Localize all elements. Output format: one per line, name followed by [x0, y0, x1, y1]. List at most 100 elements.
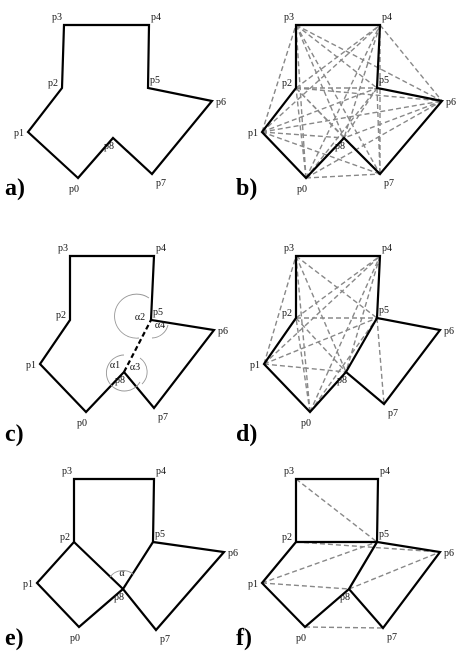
vertex-label-d-p8: p8 — [337, 375, 347, 386]
diagonal-f-8-6 — [348, 551, 441, 590]
vertex-label-e-p5: p5 — [155, 529, 165, 540]
diagonal-d-0-3 — [295, 255, 311, 413]
vertex-label-b-p1: p1 — [248, 128, 258, 139]
panel-label-f: f) — [236, 625, 252, 651]
diagonal-b-1-3 — [261, 24, 297, 133]
arc-alpha3 — [139, 357, 148, 385]
vertex-label-f-p6: p6 — [444, 548, 454, 559]
diagonal-d-1-3 — [263, 255, 297, 365]
diagonals-f — [261, 478, 441, 629]
vertex-label-b-p8: p8 — [335, 141, 345, 152]
vertex-label-a-p3: p3 — [52, 12, 62, 23]
diagonal-d-4-8 — [345, 255, 381, 373]
polygon-outline-f — [260, 477, 442, 630]
diagonal-b-0-4 — [305, 24, 381, 179]
angle-label-c-4: α4 — [155, 320, 165, 331]
vertex-label-b-p5: p5 — [379, 75, 389, 86]
angle-label-e: α — [119, 568, 125, 579]
angle-label-c-1: α1 — [110, 360, 120, 371]
diagonal-d-0-4 — [309, 255, 381, 413]
diagonal-f-2-6 — [295, 541, 441, 553]
diagonal-b-3-6 — [295, 24, 443, 102]
vertex-label-b-p4: p4 — [382, 12, 392, 23]
diagonal-d-3-5 — [295, 255, 378, 319]
vertex-label-d-p1: p1 — [250, 360, 260, 371]
vertex-label-a-p2: p2 — [48, 78, 58, 89]
vertex-label-f-p5: p5 — [379, 529, 389, 540]
vertex-label-f-p3: p3 — [284, 466, 294, 477]
vertex-label-c-p6: p6 — [218, 326, 228, 337]
cut-line-c — [123, 319, 152, 373]
diagonal-b-2-8 — [295, 87, 345, 139]
polygon-outline-c — [38, 254, 217, 414]
diagonal-d-2-8 — [295, 317, 347, 373]
vertex-label-b-p2: p2 — [282, 78, 292, 89]
polygon-outline-e — [35, 477, 227, 632]
vertex-label-c-p5: p5 — [153, 307, 163, 318]
vertex-label-c-p7: p7 — [158, 412, 168, 423]
vertex-label-a-p8: p8 — [104, 141, 114, 152]
diagonal-b-3-5 — [295, 24, 378, 89]
arc-alpha-e — [109, 570, 135, 578]
vertex-label-c-p8: p8 — [115, 375, 125, 386]
polygon-outline-b — [260, 23, 445, 180]
vertex-label-d-p3: p3 — [284, 243, 294, 254]
arc-alpha2 — [114, 293, 150, 339]
vertex-label-a-p5: p5 — [150, 75, 160, 86]
vertex-label-b-p0: p0 — [297, 184, 307, 195]
cut-line-e-2-8 — [73, 541, 124, 590]
vertex-label-d-p5: p5 — [379, 305, 389, 316]
diagonal-f-0-7 — [304, 626, 384, 629]
vertex-label-b-p7: p7 — [384, 178, 394, 189]
diagonal-b-2-4 — [295, 24, 381, 89]
diagonal-d-1-5 — [263, 317, 378, 365]
vertex-label-c-p2: p2 — [56, 310, 66, 321]
diagonal-b-1-4 — [261, 24, 381, 133]
panel-label-e: e) — [5, 625, 24, 651]
angle-label-c-3: α3 — [130, 362, 140, 373]
vertex-label-f-p7: p7 — [387, 632, 397, 643]
vertex-label-e-p8: p8 — [114, 592, 124, 603]
vertex-label-d-p4: p4 — [382, 243, 392, 254]
vertex-label-f-p2: p2 — [282, 532, 292, 543]
vertex-label-e-p3: p3 — [62, 466, 72, 477]
vertex-label-e-p2: p2 — [60, 532, 70, 543]
diagonal-b-0-7 — [305, 173, 381, 179]
vertex-label-d-p7: p7 — [388, 408, 398, 419]
diagonal-d-1-8 — [263, 363, 347, 373]
diagonal-f-3-5 — [295, 478, 378, 543]
panel-label-a: a) — [5, 175, 25, 201]
panel-label-c: c) — [5, 421, 24, 447]
vertex-label-f-p8: p8 — [340, 592, 350, 603]
vertex-label-a-p4: p4 — [151, 12, 161, 23]
diagonal-b-5-8 — [343, 87, 378, 139]
cut-line-e-8-5 — [122, 541, 154, 590]
vertex-label-c-p1: p1 — [26, 360, 36, 371]
cut-line-f-8-5 — [348, 541, 378, 590]
diagonal-b-0-5 — [305, 87, 378, 179]
diagonal-d-1-4 — [263, 255, 381, 365]
diagonal-b-2-6 — [295, 87, 443, 102]
diagonal-b-1-7 — [261, 131, 381, 175]
vertex-label-a-p0: p0 — [69, 184, 79, 195]
diagonal-b-5-7 — [376, 87, 381, 175]
vertex-label-e-p0: p0 — [70, 633, 80, 644]
diagonals-b — [261, 24, 443, 179]
vertex-label-f-p1: p1 — [248, 579, 258, 590]
vertex-label-e-p4: p4 — [156, 466, 166, 477]
diagonal-b-1-8 — [261, 131, 345, 139]
vertex-label-d-p0: p0 — [301, 418, 311, 429]
vertex-label-c-p0: p0 — [77, 418, 87, 429]
vertex-label-d-p2: p2 — [282, 308, 292, 319]
diagonal-d-3-8 — [295, 255, 347, 373]
diagonal-b-0-3 — [295, 24, 307, 179]
arc-alpha4 — [151, 324, 169, 339]
cut-line-d — [345, 317, 378, 373]
panel-label-b: b) — [236, 175, 257, 201]
vertex-label-b-p3: p3 — [284, 12, 294, 23]
vertex-label-d-p6: p6 — [444, 326, 454, 337]
diagonal-b-4-8 — [343, 24, 381, 139]
vertex-label-e-p1: p1 — [23, 579, 33, 590]
